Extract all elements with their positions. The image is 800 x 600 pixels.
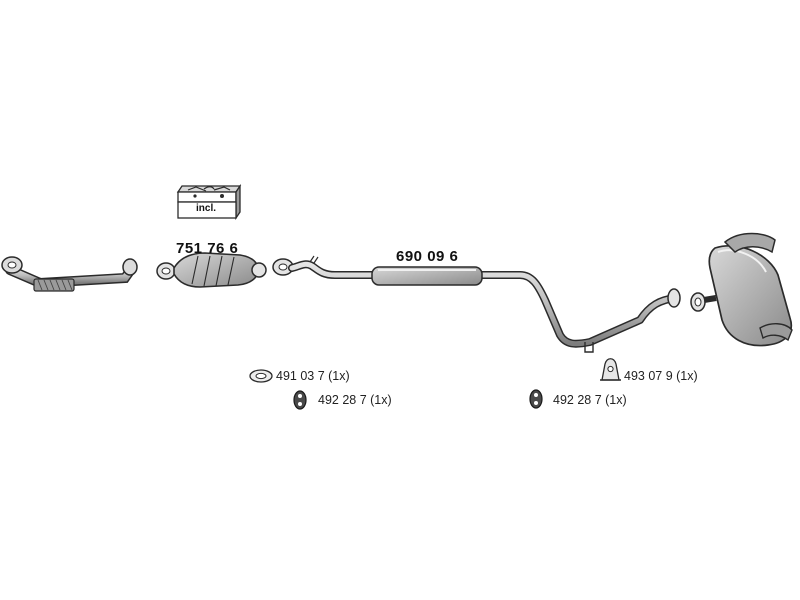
rubber-hanger-icon-rear [529, 389, 543, 409]
catalytic-converter-part-number[interactable]: 751 76 6 [176, 240, 239, 257]
middle-pipe[interactable] [272, 255, 681, 353]
middle-pipe-part-number[interactable]: 690 09 6 [396, 248, 459, 265]
rubber-mount-rear-label[interactable]: 492 28 7 (1x) [553, 393, 627, 407]
catalytic-converter[interactable] [156, 252, 267, 288]
kit-included-label: incl. [196, 203, 217, 214]
rubber-mount-front-label[interactable]: 492 28 7 (1x) [318, 393, 392, 407]
mounting-kit-icon [176, 183, 242, 221]
rear-silencer[interactable] [690, 232, 793, 347]
front-pipe[interactable] [1, 256, 138, 292]
mounting-bracket-icon [600, 358, 621, 381]
rubber-hanger-icon-front [293, 390, 307, 410]
gasket-ring-icon [249, 369, 273, 383]
bracket-part-label[interactable]: 493 07 9 (1x) [624, 369, 698, 383]
gasket-part-label[interactable]: 491 03 7 (1x) [276, 369, 350, 383]
